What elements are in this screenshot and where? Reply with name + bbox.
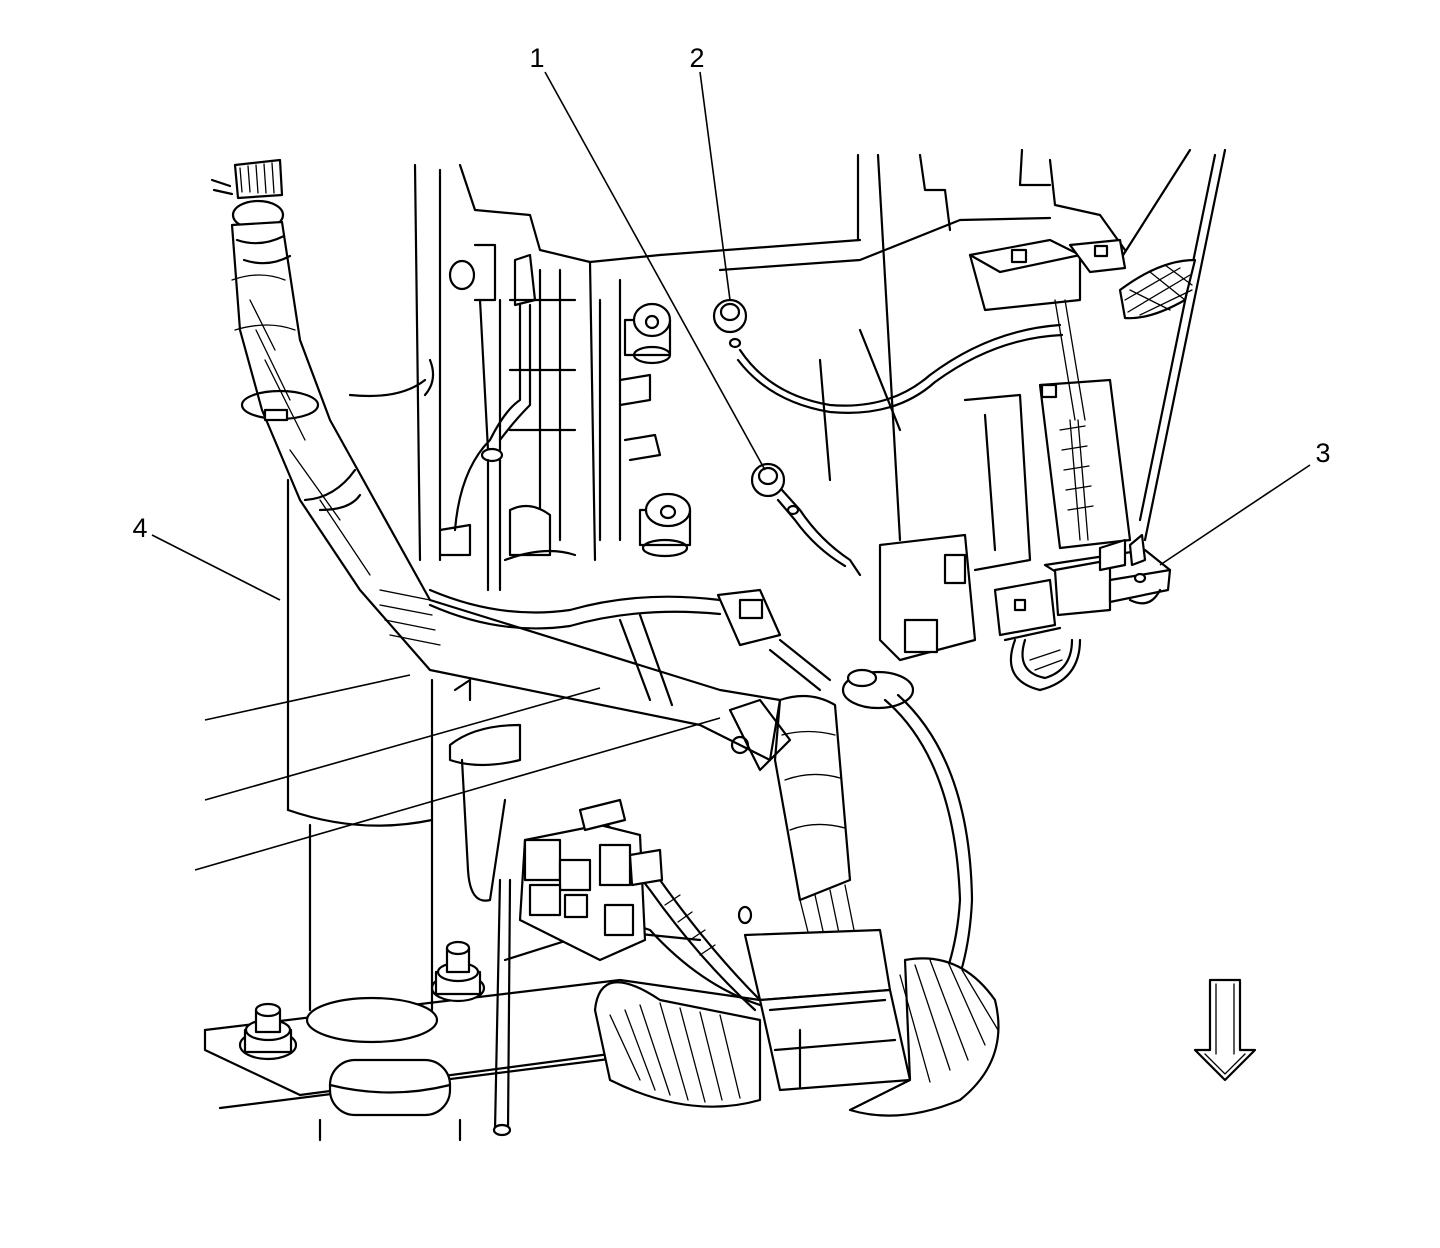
callout-2: 2 (689, 43, 704, 73)
down-arrow-icon (1193, 978, 1257, 1082)
harness-bracket-3 (993, 299, 1172, 692)
brake-rods (438, 243, 537, 592)
bushings (503, 302, 692, 562)
callout-1: 1 (529, 43, 544, 73)
ground-bolt-2 (712, 298, 1064, 414)
reference-lines (194, 674, 792, 1137)
steering-column (286, 163, 462, 1142)
mounting-nuts (238, 940, 486, 1061)
nut-left-icon (238, 1002, 298, 1061)
callout-3: 3 (1315, 438, 1330, 468)
nut-right-icon (430, 940, 486, 1003)
callout-leaders (151, 71, 1311, 601)
ground-bolt-1 (750, 462, 862, 577)
callout-4: 4 (132, 513, 147, 543)
main-harness (210, 158, 1000, 1117)
relay-block (518, 798, 664, 962)
